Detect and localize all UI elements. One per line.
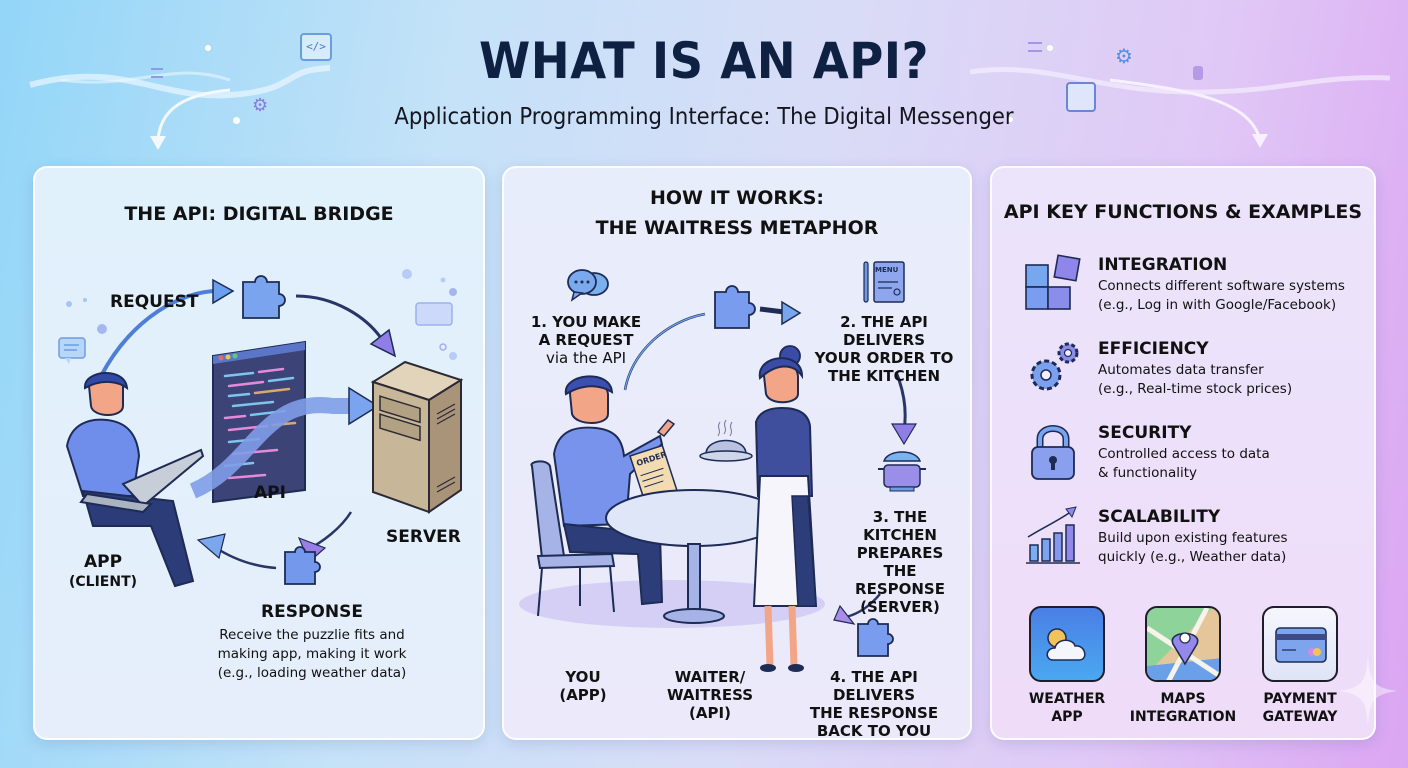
gear-icon: ⚙ [1115,44,1133,68]
app-label: APP [83,552,123,572]
role-you-label: YOU (APP) [559,668,607,704]
request-label: REQUEST [110,292,199,312]
person-with-laptop [65,372,205,588]
database-icon [1193,66,1203,80]
example-label-payment: PAYMENT GATEWAY [1262,691,1338,725]
sparkle-icon [1338,656,1398,726]
function-item-scalability: SCALABILITY Build upon existing features… [1026,506,1376,577]
api-label: API [254,483,286,503]
waitress [752,345,818,672]
dot-decoration [205,45,211,51]
order-menu-card: ORDER [629,444,679,503]
text-lines-icon [151,68,163,78]
chair [530,460,616,617]
dot-decoration [1047,45,1053,51]
waitress-illustration: ORDER [519,261,926,672]
code-window-icon: </> [300,33,332,61]
function-title: SECURITY [1098,423,1192,443]
function-title: SCALABILITY [1098,507,1221,527]
request-arrowhead [212,278,235,305]
role-waitress-label: WAITER/ WAITRESS (API) [666,668,754,722]
cloche-dish [699,419,753,462]
puzzle-icon [242,275,286,319]
puzzle-icon [1025,254,1081,310]
request-arrow [99,289,219,377]
floor-shadow [519,580,825,628]
server-icon [370,360,464,514]
step-4-label: 4. THE API DELIVERS THE RESPONSE BACK TO… [809,668,939,740]
api-flow-arrow [189,397,351,499]
example-label-weather: WEATHER APP [1028,691,1106,725]
step-1-label: 1. YOU MAKE A REQUEST via the API [530,313,642,367]
function-title: INTEGRATION [1098,255,1228,275]
chat-bubble-icon [58,337,86,364]
step-2-label: 2. THE API DELIVERS YOUR ORDER TO THE KI… [814,313,954,385]
chat-bubbles-icon [567,269,609,302]
panel-title-line2: THE WAITRESS METAPHOR [595,217,879,239]
text-lines-icon [1028,42,1042,52]
bar-chart-window-icon [1066,82,1096,112]
puzzle-icon [857,618,894,657]
code-window-icon [415,302,453,326]
client-label: (CLIENT) [68,574,138,590]
panel-title-line1: HOW IT WORKS: [649,187,824,209]
response-description: Receive the puzzlie fits and making app,… [217,627,407,681]
panel-title: THE API: DIGITAL BRIDGE [124,203,394,225]
menu-icon [863,261,905,303]
decorative-swoosh-right [969,67,1391,148]
growth-chart-icon [1026,506,1080,564]
gears-icon [1030,342,1079,391]
credit-card-icon [1275,627,1327,663]
man-seated [552,375,676,606]
gear-icon: ⚙ [252,95,269,116]
to-server-arrow [295,294,387,345]
function-item-efficiency: EFFICIENCY Automates data transfer (e.g.… [1026,339,1376,409]
weather-icon [1046,628,1086,661]
puzzle-icon [714,285,756,329]
menu-label: MENU [875,266,899,274]
function-item-integration: INTEGRATION Connects different software … [1025,254,1376,325]
example-payment-gateway [1262,606,1338,682]
example-label-maps: MAPS INTEGRATION [1129,691,1237,725]
lock-icon [1031,425,1075,480]
example-maps-integration [1145,606,1221,682]
dot-decoration [1008,117,1013,122]
page-subtitle: Application Programming Interface: The D… [394,104,1014,130]
page-title: WHAT IS AN API? [479,32,929,90]
dot-decoration [233,117,240,124]
panel-title: API KEY FUNCTIONS & EXAMPLES [1003,201,1363,223]
puzzle-icon [284,546,321,585]
function-item-security: SECURITY Controlled access to data & fun… [1026,423,1376,493]
server-label: SERVER [386,527,461,547]
response-arrow-to-app [212,544,277,570]
step-3-label: 3. THE KITCHEN PREPARES THE RESPONSE (SE… [855,508,945,616]
cooking-pot-icon [878,451,926,492]
to-kitchen-arrow [759,306,785,315]
bridge-illustration [58,269,464,588]
example-weather-app [1029,606,1105,682]
map-pin-icon [1147,608,1219,680]
function-title: EFFICIENCY [1098,339,1209,359]
response-label: RESPONSE [261,602,363,622]
